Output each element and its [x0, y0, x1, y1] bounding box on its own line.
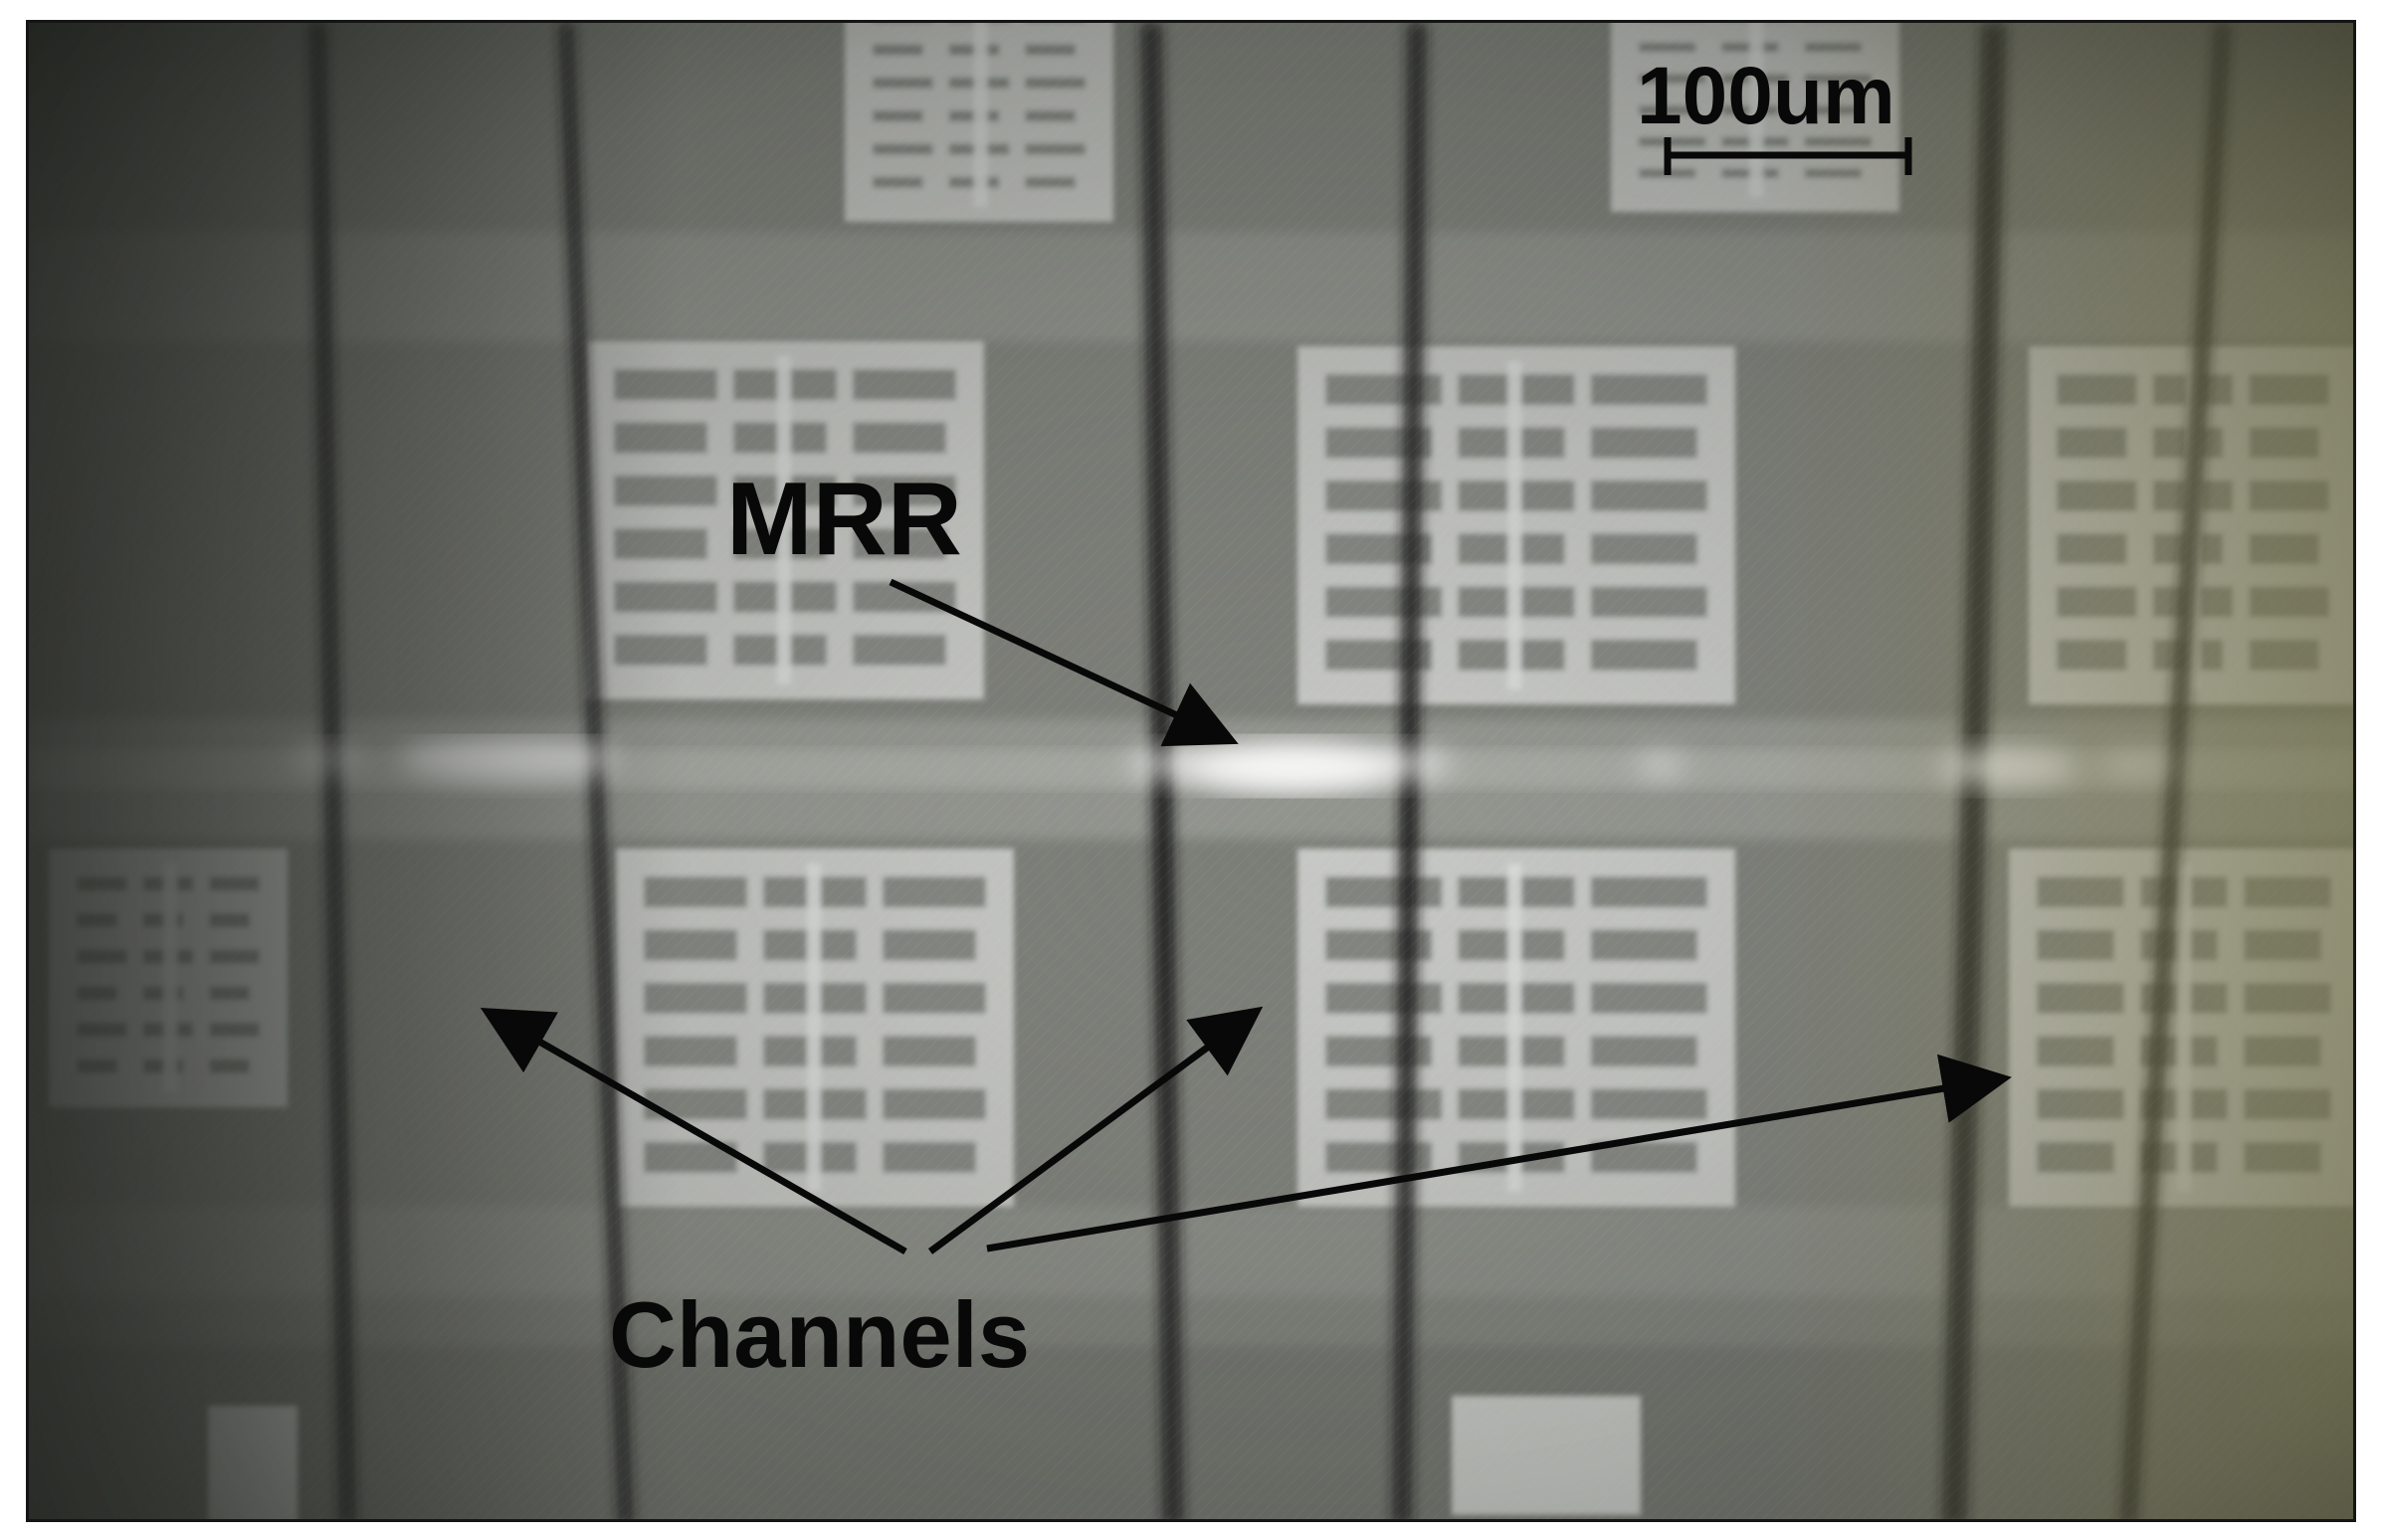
channels-label: Channels [609, 1282, 1031, 1387]
scale-bar-label: 100um [1637, 51, 1895, 141]
mrr-label: MRR [726, 462, 962, 577]
micrograph-photo [26, 20, 2356, 1522]
micrograph-scene [29, 23, 2353, 1519]
